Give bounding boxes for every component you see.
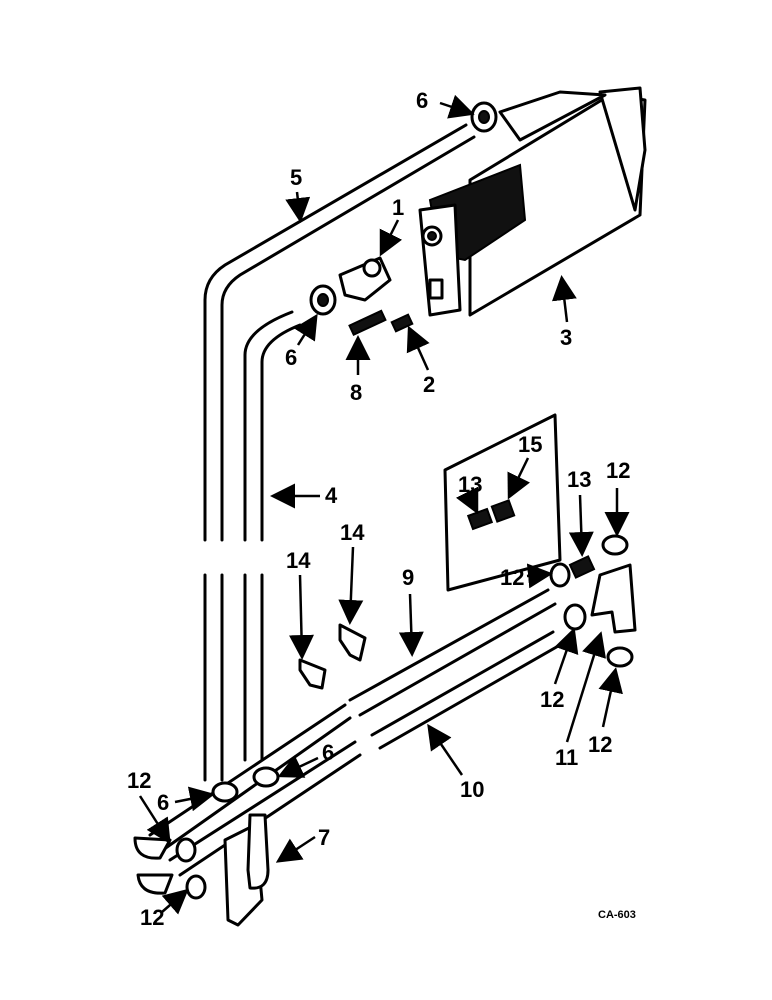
callout-6-mid: 6 <box>285 345 297 370</box>
callout-5: 5 <box>290 165 302 190</box>
valve-assembly <box>309 101 498 337</box>
tee-11 <box>590 563 637 634</box>
callout-6-top: 6 <box>416 88 428 113</box>
callout-13-a: 13 <box>567 467 591 492</box>
tube-5-inner <box>220 135 476 782</box>
callout-12-c: 12 <box>540 687 564 712</box>
callout-9: 9 <box>402 565 414 590</box>
tube-9 <box>348 588 557 717</box>
callout-12-f: 12 <box>140 905 164 930</box>
callout-8: 8 <box>350 380 362 405</box>
elbow-lower <box>133 836 172 860</box>
tube-4-inner <box>260 323 302 762</box>
bracket-14-left <box>298 658 327 690</box>
callout-4: 4 <box>325 483 338 508</box>
tube-5 <box>203 123 468 782</box>
callout-11: 11 <box>555 745 578 770</box>
callout-10: 10 <box>460 777 484 802</box>
drawing-code: CA-603 <box>598 909 636 921</box>
callout-3: 3 <box>560 325 572 350</box>
bracket-14-right <box>338 623 367 662</box>
callout-6-left: 6 <box>157 790 169 815</box>
callout-12-e: 12 <box>127 768 151 793</box>
callout-13-b: 13 <box>458 472 482 497</box>
callout-14-b: 14 <box>340 520 365 545</box>
leader-lines <box>138 94 630 915</box>
callout-2: 2 <box>423 372 435 397</box>
tube-10 <box>370 630 562 750</box>
callout-12-a: 12 <box>606 458 630 483</box>
callout-12-b: 12 <box>500 565 524 590</box>
callout-1: 1 <box>392 195 404 220</box>
callout-6-lower: 6 <box>322 740 334 765</box>
callout-14-a: 14 <box>286 548 311 573</box>
callout-7: 7 <box>318 825 330 850</box>
callout-12-d: 12 <box>588 732 612 757</box>
tube-4 <box>243 310 294 762</box>
callout-15: 15 <box>518 432 542 457</box>
heater-core <box>418 86 647 317</box>
